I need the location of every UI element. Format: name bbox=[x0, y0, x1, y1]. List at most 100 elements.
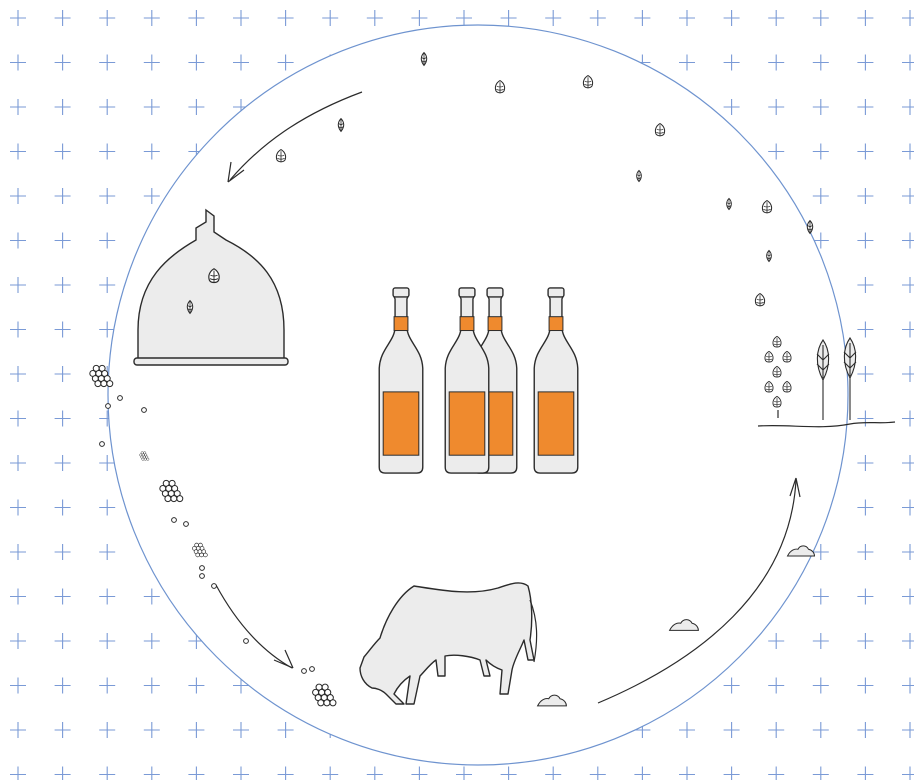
grid-cross bbox=[144, 10, 160, 26]
grid-cross bbox=[144, 678, 160, 694]
grid-cross bbox=[10, 455, 26, 471]
grain-kernel-icon bbox=[807, 221, 812, 234]
grid-cross bbox=[768, 55, 784, 71]
grid-cross bbox=[188, 99, 204, 115]
grid-cross bbox=[813, 99, 829, 115]
pellet-dot bbox=[310, 667, 315, 672]
grid-cross bbox=[857, 767, 873, 780]
grid-cross bbox=[857, 99, 873, 115]
pellet-dot bbox=[200, 566, 205, 571]
grid-cross bbox=[99, 633, 115, 649]
grain-kernel-icon bbox=[338, 119, 343, 132]
grid-cross bbox=[99, 99, 115, 115]
grid-cross bbox=[55, 722, 71, 738]
grid-cross bbox=[99, 544, 115, 560]
grid-cross bbox=[10, 10, 26, 26]
grid-cross bbox=[813, 589, 829, 605]
pellet-dot bbox=[200, 574, 205, 579]
pellet-dot bbox=[100, 442, 105, 447]
grid-cross bbox=[456, 10, 472, 26]
grid-cross bbox=[99, 233, 115, 249]
grid-cross bbox=[768, 144, 784, 160]
grid-cross bbox=[144, 767, 160, 780]
grid-cross bbox=[55, 277, 71, 293]
grid-cross bbox=[10, 366, 26, 382]
grid-cross bbox=[233, 55, 249, 71]
grid-cross bbox=[144, 589, 160, 605]
grid-cross bbox=[55, 366, 71, 382]
grid-cross bbox=[679, 55, 695, 71]
grid-cross bbox=[902, 589, 914, 605]
grid-cross bbox=[55, 500, 71, 516]
grid-cross bbox=[322, 767, 338, 780]
grid-cross bbox=[411, 767, 427, 780]
grid-cross bbox=[724, 722, 740, 738]
grid-cross bbox=[367, 10, 383, 26]
grid-cross bbox=[456, 767, 472, 780]
pellet-dot bbox=[212, 584, 217, 589]
grid-cross bbox=[99, 678, 115, 694]
grid-cross bbox=[99, 144, 115, 160]
grid-cross bbox=[188, 678, 204, 694]
grid-cross bbox=[55, 55, 71, 71]
grid-cross bbox=[634, 10, 650, 26]
grid-cross bbox=[902, 544, 914, 560]
grid-cross bbox=[768, 767, 784, 780]
grain-kernel-icon bbox=[727, 198, 732, 209]
grid-cross bbox=[768, 678, 784, 694]
grid-cross bbox=[55, 633, 71, 649]
pellet-dot bbox=[302, 669, 307, 674]
grid-cross bbox=[679, 10, 695, 26]
grid-cross bbox=[857, 55, 873, 71]
grid-cross bbox=[10, 544, 26, 560]
grid-cross bbox=[10, 233, 26, 249]
grid-cross bbox=[857, 544, 873, 560]
grid-cross bbox=[590, 10, 606, 26]
grid-cross bbox=[902, 233, 914, 249]
grid-cross bbox=[99, 767, 115, 780]
grid-cross bbox=[10, 411, 26, 427]
grid-cross bbox=[813, 10, 829, 26]
grain-kernel-icon bbox=[637, 170, 642, 181]
grid-cross bbox=[233, 722, 249, 738]
grid-cross bbox=[902, 455, 914, 471]
grid-cross bbox=[857, 633, 873, 649]
grid-cross bbox=[501, 10, 517, 26]
grid-cross bbox=[902, 411, 914, 427]
pellet-dot bbox=[142, 408, 147, 413]
grid-cross bbox=[857, 722, 873, 738]
pellet-dot bbox=[244, 639, 249, 644]
grid-cross bbox=[857, 10, 873, 26]
grid-cross bbox=[590, 767, 606, 780]
grid-cross bbox=[902, 767, 914, 780]
grid-cross bbox=[902, 55, 914, 71]
grid-cross bbox=[768, 99, 784, 115]
grid-cross bbox=[55, 411, 71, 427]
grid-cross bbox=[55, 188, 71, 204]
grid-cross bbox=[10, 277, 26, 293]
grid-cross bbox=[10, 55, 26, 71]
grid-cross bbox=[902, 633, 914, 649]
grid-cross bbox=[144, 144, 160, 160]
grid-cross bbox=[411, 10, 427, 26]
grid-cross bbox=[857, 366, 873, 382]
pellet-dot bbox=[172, 518, 177, 523]
grid-cross bbox=[857, 411, 873, 427]
grid-cross bbox=[99, 188, 115, 204]
grid-cross bbox=[144, 722, 160, 738]
grid-cross bbox=[768, 633, 784, 649]
grid-cross bbox=[10, 500, 26, 516]
grid-cross bbox=[144, 99, 160, 115]
grid-cross bbox=[55, 678, 71, 694]
grid-cross bbox=[55, 767, 71, 780]
grid-cross bbox=[55, 233, 71, 249]
grid-cross bbox=[99, 10, 115, 26]
grid-cross bbox=[99, 589, 115, 605]
grid-cross bbox=[545, 10, 561, 26]
grid-cross bbox=[813, 188, 829, 204]
grid-cross bbox=[768, 722, 784, 738]
grid-cross bbox=[10, 188, 26, 204]
grid-cross bbox=[55, 99, 71, 115]
grid-cross bbox=[188, 10, 204, 26]
grid-cross bbox=[902, 277, 914, 293]
